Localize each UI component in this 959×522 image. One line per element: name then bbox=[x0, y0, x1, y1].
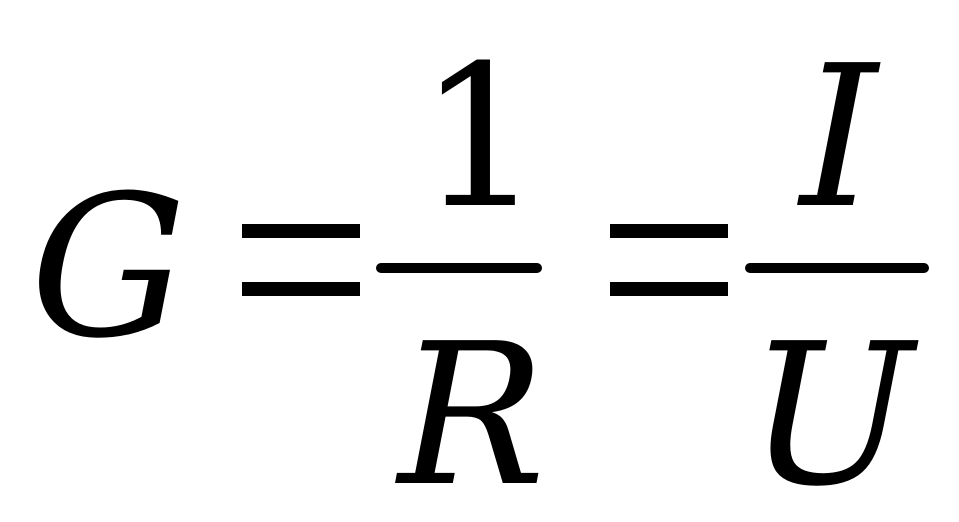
equals-sign-2 bbox=[610, 224, 728, 296]
equals-sign-1 bbox=[242, 224, 360, 296]
fraction-1-numerator: 1 bbox=[418, 24, 543, 252]
fraction-1-bar bbox=[376, 263, 542, 273]
fraction-2-numerator: I bbox=[800, 24, 878, 252]
equals-bar-top bbox=[610, 224, 728, 238]
conductance-symbol: G bbox=[30, 154, 187, 382]
fraction-2-bar bbox=[745, 263, 929, 273]
fraction-2-denominator: U bbox=[748, 302, 914, 522]
equals-bar-bottom bbox=[242, 282, 360, 296]
equals-bar-top bbox=[242, 224, 360, 238]
fraction-1-denominator: R bbox=[398, 302, 546, 522]
equals-bar-bottom bbox=[610, 282, 728, 296]
